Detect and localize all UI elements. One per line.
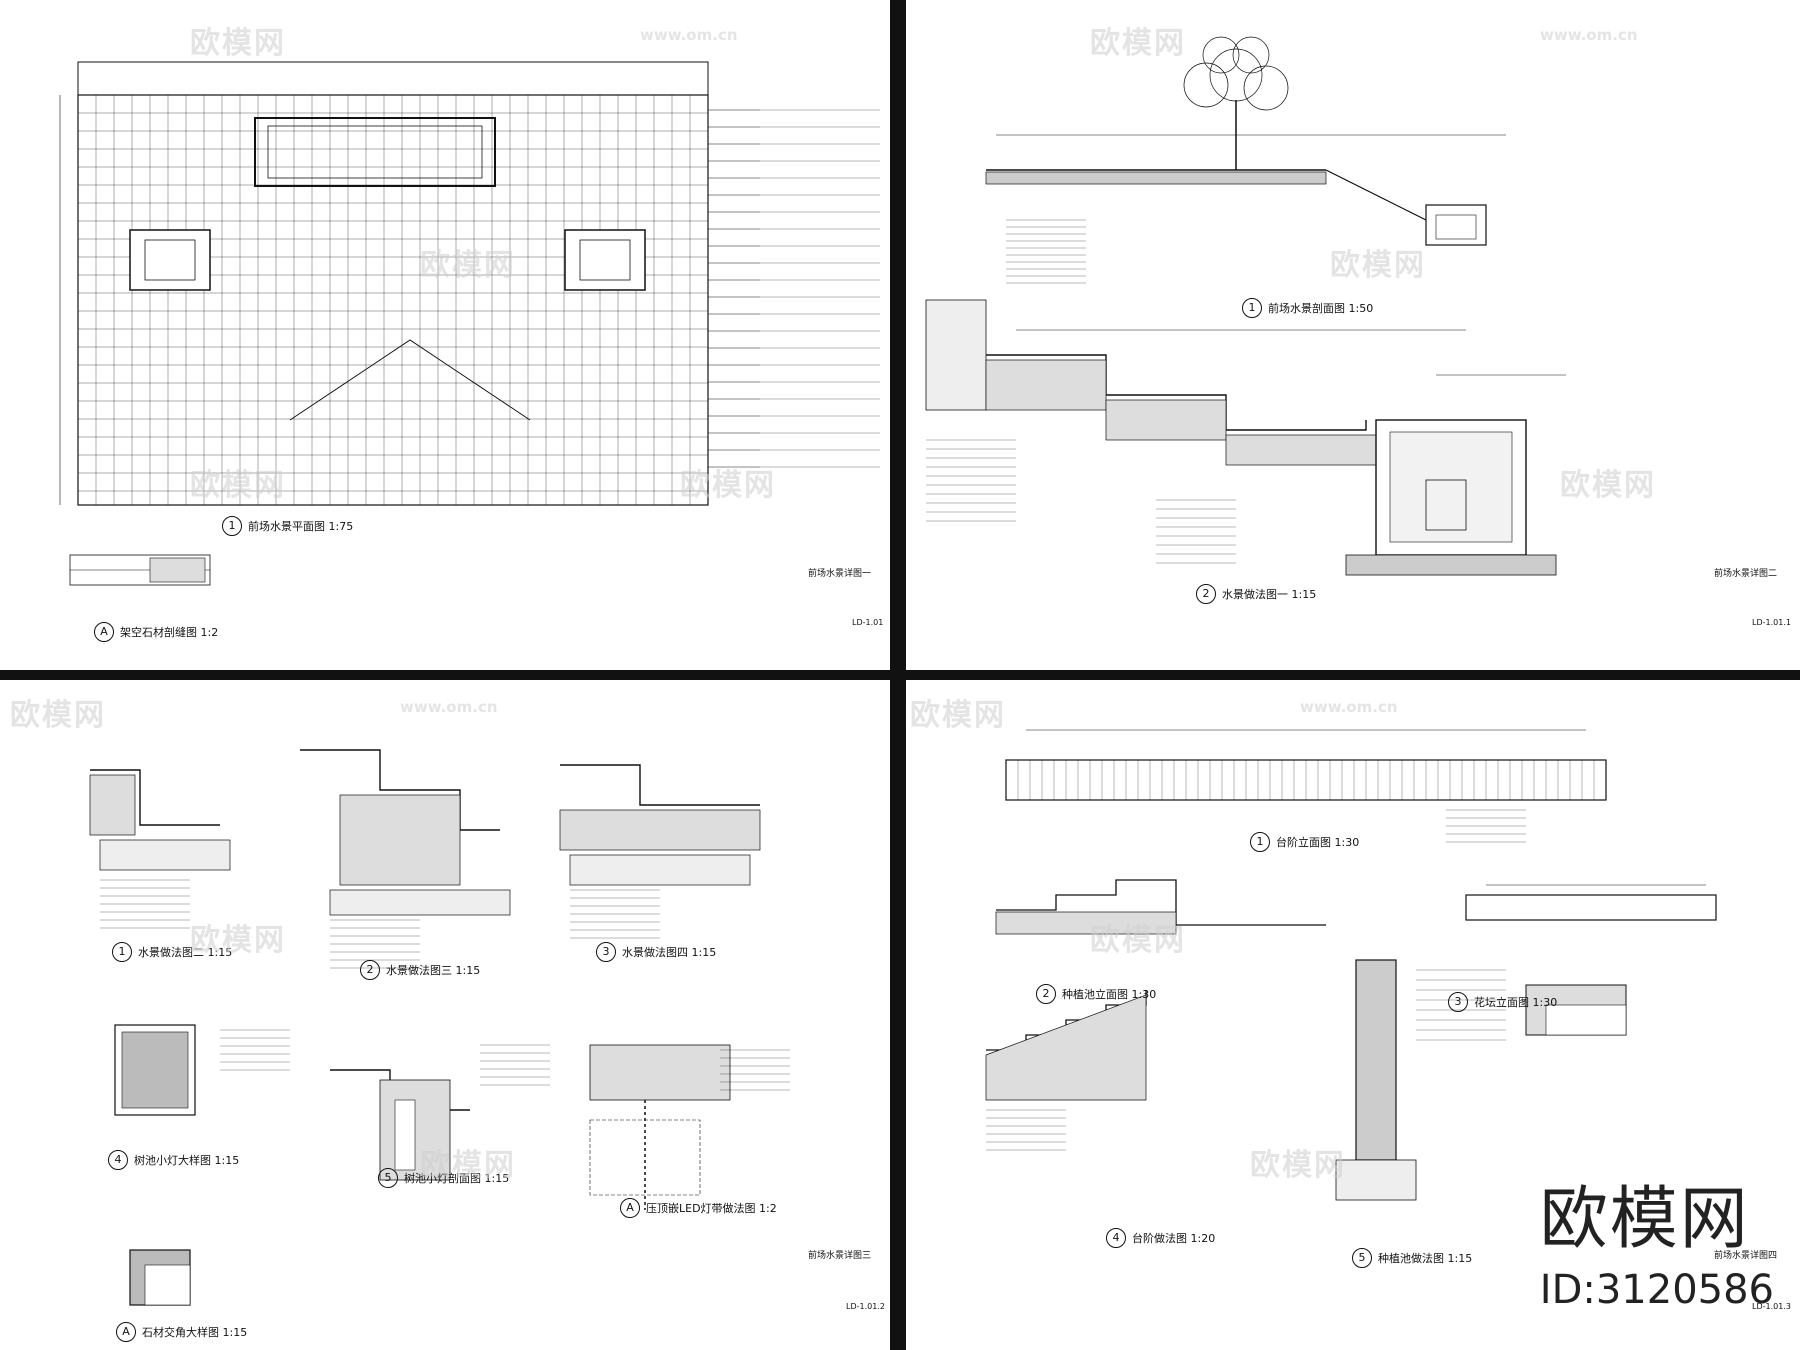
sheet-title: 前场水景详图三 bbox=[808, 1251, 872, 1261]
elevation-drawings bbox=[985, 729, 1717, 1201]
plan-drawing bbox=[59, 61, 880, 586]
logo-id: ID:3120586 bbox=[1539, 1267, 1774, 1313]
sheet-code: LD-1.01.1 bbox=[1752, 618, 1791, 627]
horizontal-divider bbox=[0, 670, 1800, 680]
sheet-title: 前场水景详图二 bbox=[1714, 569, 1778, 579]
sheet-title: 前场水景详图一 bbox=[808, 569, 872, 579]
sheet-code: LD-1.01.2 bbox=[846, 1302, 885, 1311]
site-logo: 欧模网 ID:3120586 bbox=[1539, 1180, 1774, 1313]
detail-drawings bbox=[89, 749, 790, 1306]
sheet-code: LD-1.01 bbox=[852, 618, 884, 627]
sheet-title: 前场水景详图四 bbox=[1714, 1251, 1778, 1261]
section-drawing bbox=[925, 36, 1566, 576]
logo-brand: 欧模网 bbox=[1539, 1180, 1750, 1259]
sheet-code: LD-1.01.3 bbox=[1752, 1302, 1791, 1311]
